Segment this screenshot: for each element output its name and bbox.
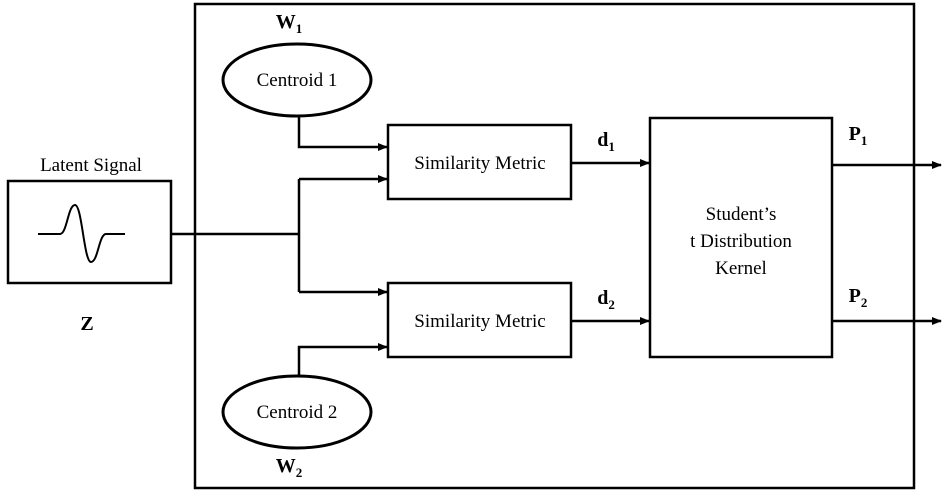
distance-1-label: d1 <box>597 129 615 154</box>
kernel-label-line-3: Kernel <box>715 258 767 279</box>
centroid-2-node <box>221 374 373 450</box>
centroid-2-label: Centroid 2 <box>257 402 338 423</box>
output-2-label: P2 <box>849 285 868 310</box>
kernel-label-line-1: Student’s <box>706 204 777 225</box>
t-distribution-kernel-box <box>648 116 834 359</box>
centroid-2-connector <box>297 343 388 376</box>
latent-symbol: Z <box>80 313 93 335</box>
kernel-label-line-2: t Distribution <box>690 231 792 252</box>
centroid-1-node <box>221 42 373 118</box>
weight-2-label: W2 <box>276 455 303 480</box>
similarity-metric-2-label: Similarity Metric <box>414 311 545 332</box>
centroid-1-connector <box>297 116 388 151</box>
module-frame <box>193 2 916 490</box>
distance-2-label: d2 <box>597 287 615 312</box>
centroid-1-label: Centroid 1 <box>257 70 338 91</box>
similarity-metric-1-label: Similarity Metric <box>414 153 545 174</box>
latent-signal-title: Latent Signal <box>40 155 142 176</box>
waveform-icon <box>38 203 125 264</box>
output-1-label: P1 <box>849 123 868 148</box>
latent-signal-box <box>6 179 173 285</box>
weight-1-label: W1 <box>276 11 303 36</box>
